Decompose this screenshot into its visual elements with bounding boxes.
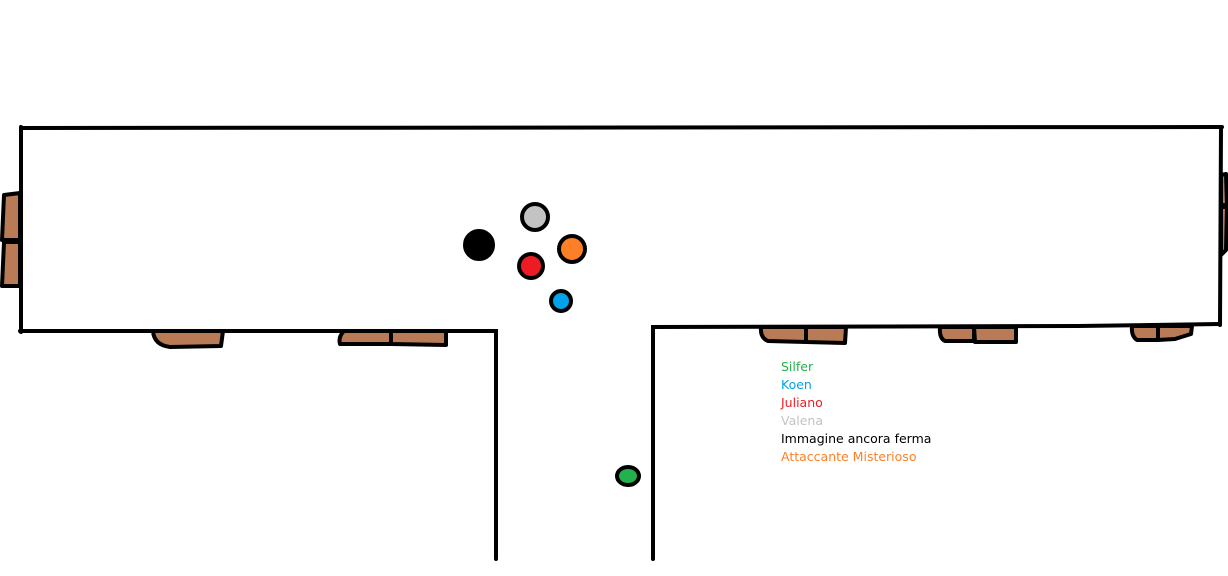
window-bottom [758,325,808,344]
legend-item-attaccante-misterioso: Attaccante Misterioso [781,449,917,464]
legend-item-immagine-ancora-ferma: Immagine ancora ferma [781,431,932,446]
window-bottom [1156,324,1194,342]
token-valena[interactable] [520,202,550,232]
window-bottom [972,325,1018,344]
legend-item-juliano: Juliano [781,395,823,410]
window-bottom [1129,324,1160,342]
legend-item-koen: Koen [781,377,812,392]
walls [18,125,1224,561]
tokens [463,202,641,487]
window-bottom [151,329,225,349]
window-bottom [937,325,976,343]
token-silfer[interactable] [615,465,641,487]
wall-bottom-left [18,329,498,561]
legend-item-silfer: Silfer [781,359,814,374]
token-attaccante-misterioso[interactable] [557,234,587,264]
legend-item-valena: Valena [781,413,823,428]
window-left [0,191,22,242]
wall-right [1218,125,1223,327]
wall-bottom-right [651,322,1222,561]
window-bottom [389,329,448,347]
token-juliano[interactable] [517,252,545,280]
window-left [0,240,22,288]
wall-top [19,125,1224,130]
legend: Silfer Koen Juliano Valena Immagine anco… [781,358,931,466]
window-bottom [804,325,848,345]
windows [0,172,1228,349]
token-koen[interactable] [549,289,573,313]
token-immagine-ancora-ferma[interactable] [463,229,495,261]
